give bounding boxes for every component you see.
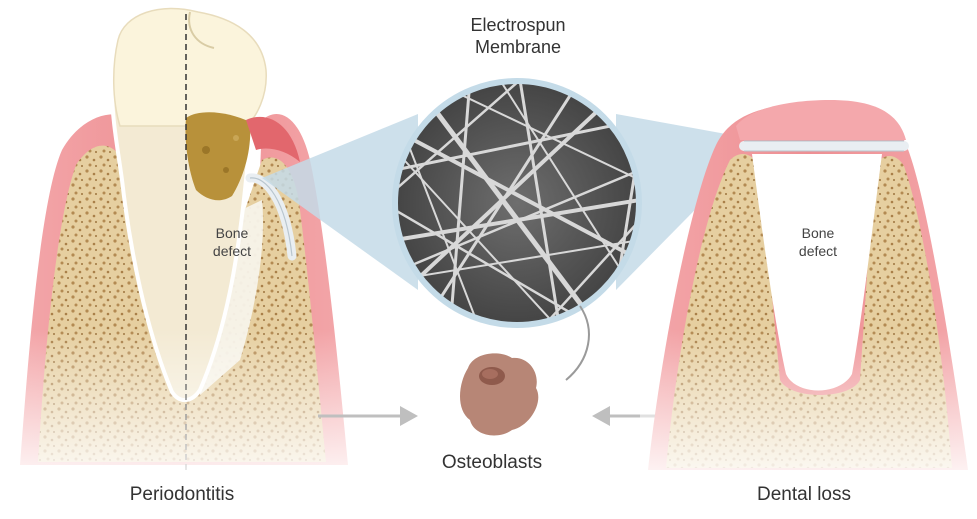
left-defect-line2: defect: [204, 242, 260, 260]
membrane-label-line1: Electrospun: [430, 14, 606, 36]
right-bone-defect-label: Bone defect: [784, 224, 852, 260]
sem-connector: [566, 306, 589, 380]
osteoblasts-label: Osteoblasts: [432, 452, 552, 474]
right-defect-line2: defect: [784, 242, 852, 260]
left-fade: [0, 0, 360, 470]
osteoblast-cell: [460, 353, 538, 435]
left-bone-defect-label: Bone defect: [204, 224, 260, 260]
periodontitis-caption: Periodontitis: [102, 484, 262, 506]
dental-loss-caption: Dental loss: [734, 484, 874, 506]
membrane-label: Electrospun Membrane: [430, 14, 606, 58]
sem-image: [395, 80, 640, 330]
periodontitis-illustration: [0, 0, 360, 470]
membrane-label-line2: Membrane: [430, 36, 606, 58]
left-defect-line1: Bone: [204, 224, 260, 242]
right-defect-line1: Bone: [784, 224, 852, 242]
